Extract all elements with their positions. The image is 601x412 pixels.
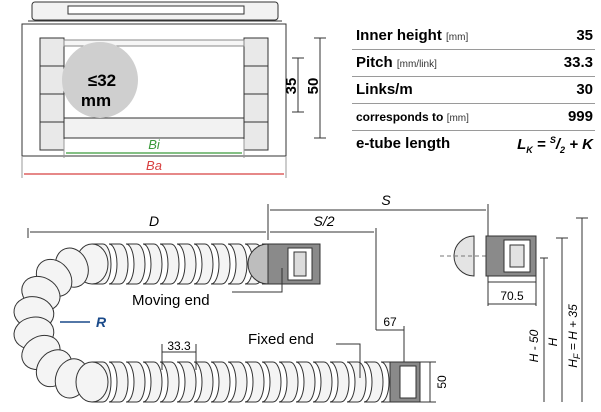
side-view: [13, 204, 588, 403]
spec-unit: [mm]: [446, 32, 469, 43]
label-hf-sub: F: [572, 353, 582, 359]
chain-link: [193, 243, 214, 285]
label-s2: S/2: [313, 213, 334, 229]
label-h: H: [546, 337, 560, 346]
chain-link: [125, 243, 146, 285]
moving-end-cap: [247, 243, 269, 285]
chain-link: [312, 361, 333, 403]
chain-link: [142, 361, 163, 403]
fixed-end-bracket-inner: [399, 365, 417, 399]
label-50: 50: [435, 375, 449, 389]
label-s: S: [381, 192, 391, 208]
spec-label: Inner height [mm]: [356, 27, 468, 44]
formula-l: L: [517, 136, 527, 153]
chain-link: [176, 361, 197, 403]
cross-section: [21, 1, 287, 157]
height-dimensions: [292, 37, 326, 139]
ba-label: Ba: [146, 158, 162, 173]
chain-link: [193, 361, 214, 403]
spec-row-inner-height: Inner height [mm] 35: [352, 23, 595, 50]
spec-unit: [mm/link]: [396, 59, 437, 70]
formula-rest: + K: [565, 136, 593, 153]
radius-badge: [62, 42, 138, 118]
spec-label-text: corresponds to: [356, 110, 444, 124]
moving-end-bracket-slot: [293, 251, 307, 277]
bend-link: [75, 361, 109, 403]
formula-eq: =: [532, 136, 550, 153]
cross-section-top-slot: [67, 5, 245, 15]
formula-s: S: [549, 135, 556, 145]
spec-value: 33.3: [563, 54, 593, 71]
chain-link: [142, 243, 163, 285]
chain-link: [176, 243, 197, 285]
chain-link: [346, 361, 367, 403]
formula-sub: K: [526, 145, 533, 155]
spec-label: corresponds to [mm]: [356, 110, 469, 124]
radius-badge-value: ≤32: [88, 71, 116, 90]
spec-unit: [mm]: [446, 113, 469, 124]
chain-link: [261, 361, 282, 403]
chain-link: [227, 361, 248, 403]
spec-value: 999: [567, 108, 593, 125]
dim-inner-label: 35: [283, 78, 300, 95]
lower-run: [91, 361, 401, 403]
label-d: D: [149, 213, 159, 229]
bi-label: Bi: [148, 137, 161, 152]
spec-row-pitch: Pitch [mm/link] 33.3: [352, 50, 595, 77]
radius-badge-unit: mm: [81, 91, 111, 110]
formula-two: 2: [560, 145, 566, 155]
label-hf-rest: = H + 35: [566, 304, 580, 354]
chain-link: [159, 243, 180, 285]
chain-link: [108, 243, 129, 285]
fixed-end-label-bg: [246, 330, 328, 348]
spec-label-text: Inner height: [356, 27, 442, 44]
moving-end-leader: [232, 268, 283, 293]
width-dimensions: [21, 139, 287, 178]
label-pitch: 33.3: [167, 339, 191, 353]
top-crossbar: [63, 39, 245, 47]
label-h-minus-50: H - 50: [527, 329, 541, 362]
chain-link: [210, 361, 231, 403]
chain-link: [295, 361, 316, 403]
dim-outer-label: 50: [305, 78, 322, 95]
label-radius: R: [96, 314, 107, 330]
chain-link: [244, 361, 265, 403]
spec-row-links-per-m: Links/m 30: [352, 77, 595, 104]
end-view-bracket-slot: [509, 244, 525, 268]
label-70-5: 70.5: [500, 289, 524, 303]
spec-label-text: Pitch: [356, 54, 393, 71]
spec-value: 35: [576, 27, 593, 44]
moving-end-label-bg: [130, 290, 226, 308]
spec-table: Inner height [mm] 35 Pitch [mm/link] 33.…: [352, 23, 595, 157]
spec-label: Pitch [mm/link]: [356, 54, 437, 71]
chain-link: [125, 361, 146, 403]
label-fixed-end: Fixed end: [248, 331, 314, 348]
bend-section: [13, 243, 109, 403]
chain-link: [363, 361, 384, 403]
spec-row-corresponds: corresponds to [mm] 999: [352, 104, 595, 131]
chain-link: [159, 361, 180, 403]
spec-label-text: Links/m: [356, 81, 413, 98]
spec-label: e-tube length: [356, 135, 451, 152]
label-hf-main: H: [566, 359, 580, 368]
spec-row-length: e-tube length LK = S/2 + K: [352, 131, 595, 157]
spec-label: Links/m: [356, 81, 413, 98]
chain-link: [227, 243, 248, 285]
bottom-crossbar: [63, 117, 245, 139]
length-formula: LK = S/2 + K: [517, 135, 593, 155]
formula-div: /: [555, 136, 561, 153]
chain-link: [278, 361, 299, 403]
spec-value: 30: [576, 81, 593, 98]
chain-link: [329, 361, 350, 403]
chain-link: [108, 361, 129, 403]
chain-link: [210, 243, 231, 285]
label-moving-end: Moving end: [132, 292, 210, 309]
label-67: 67: [383, 315, 397, 329]
fixed-end-leader: [336, 343, 361, 378]
label-hf: HF = H + 35: [566, 304, 582, 368]
